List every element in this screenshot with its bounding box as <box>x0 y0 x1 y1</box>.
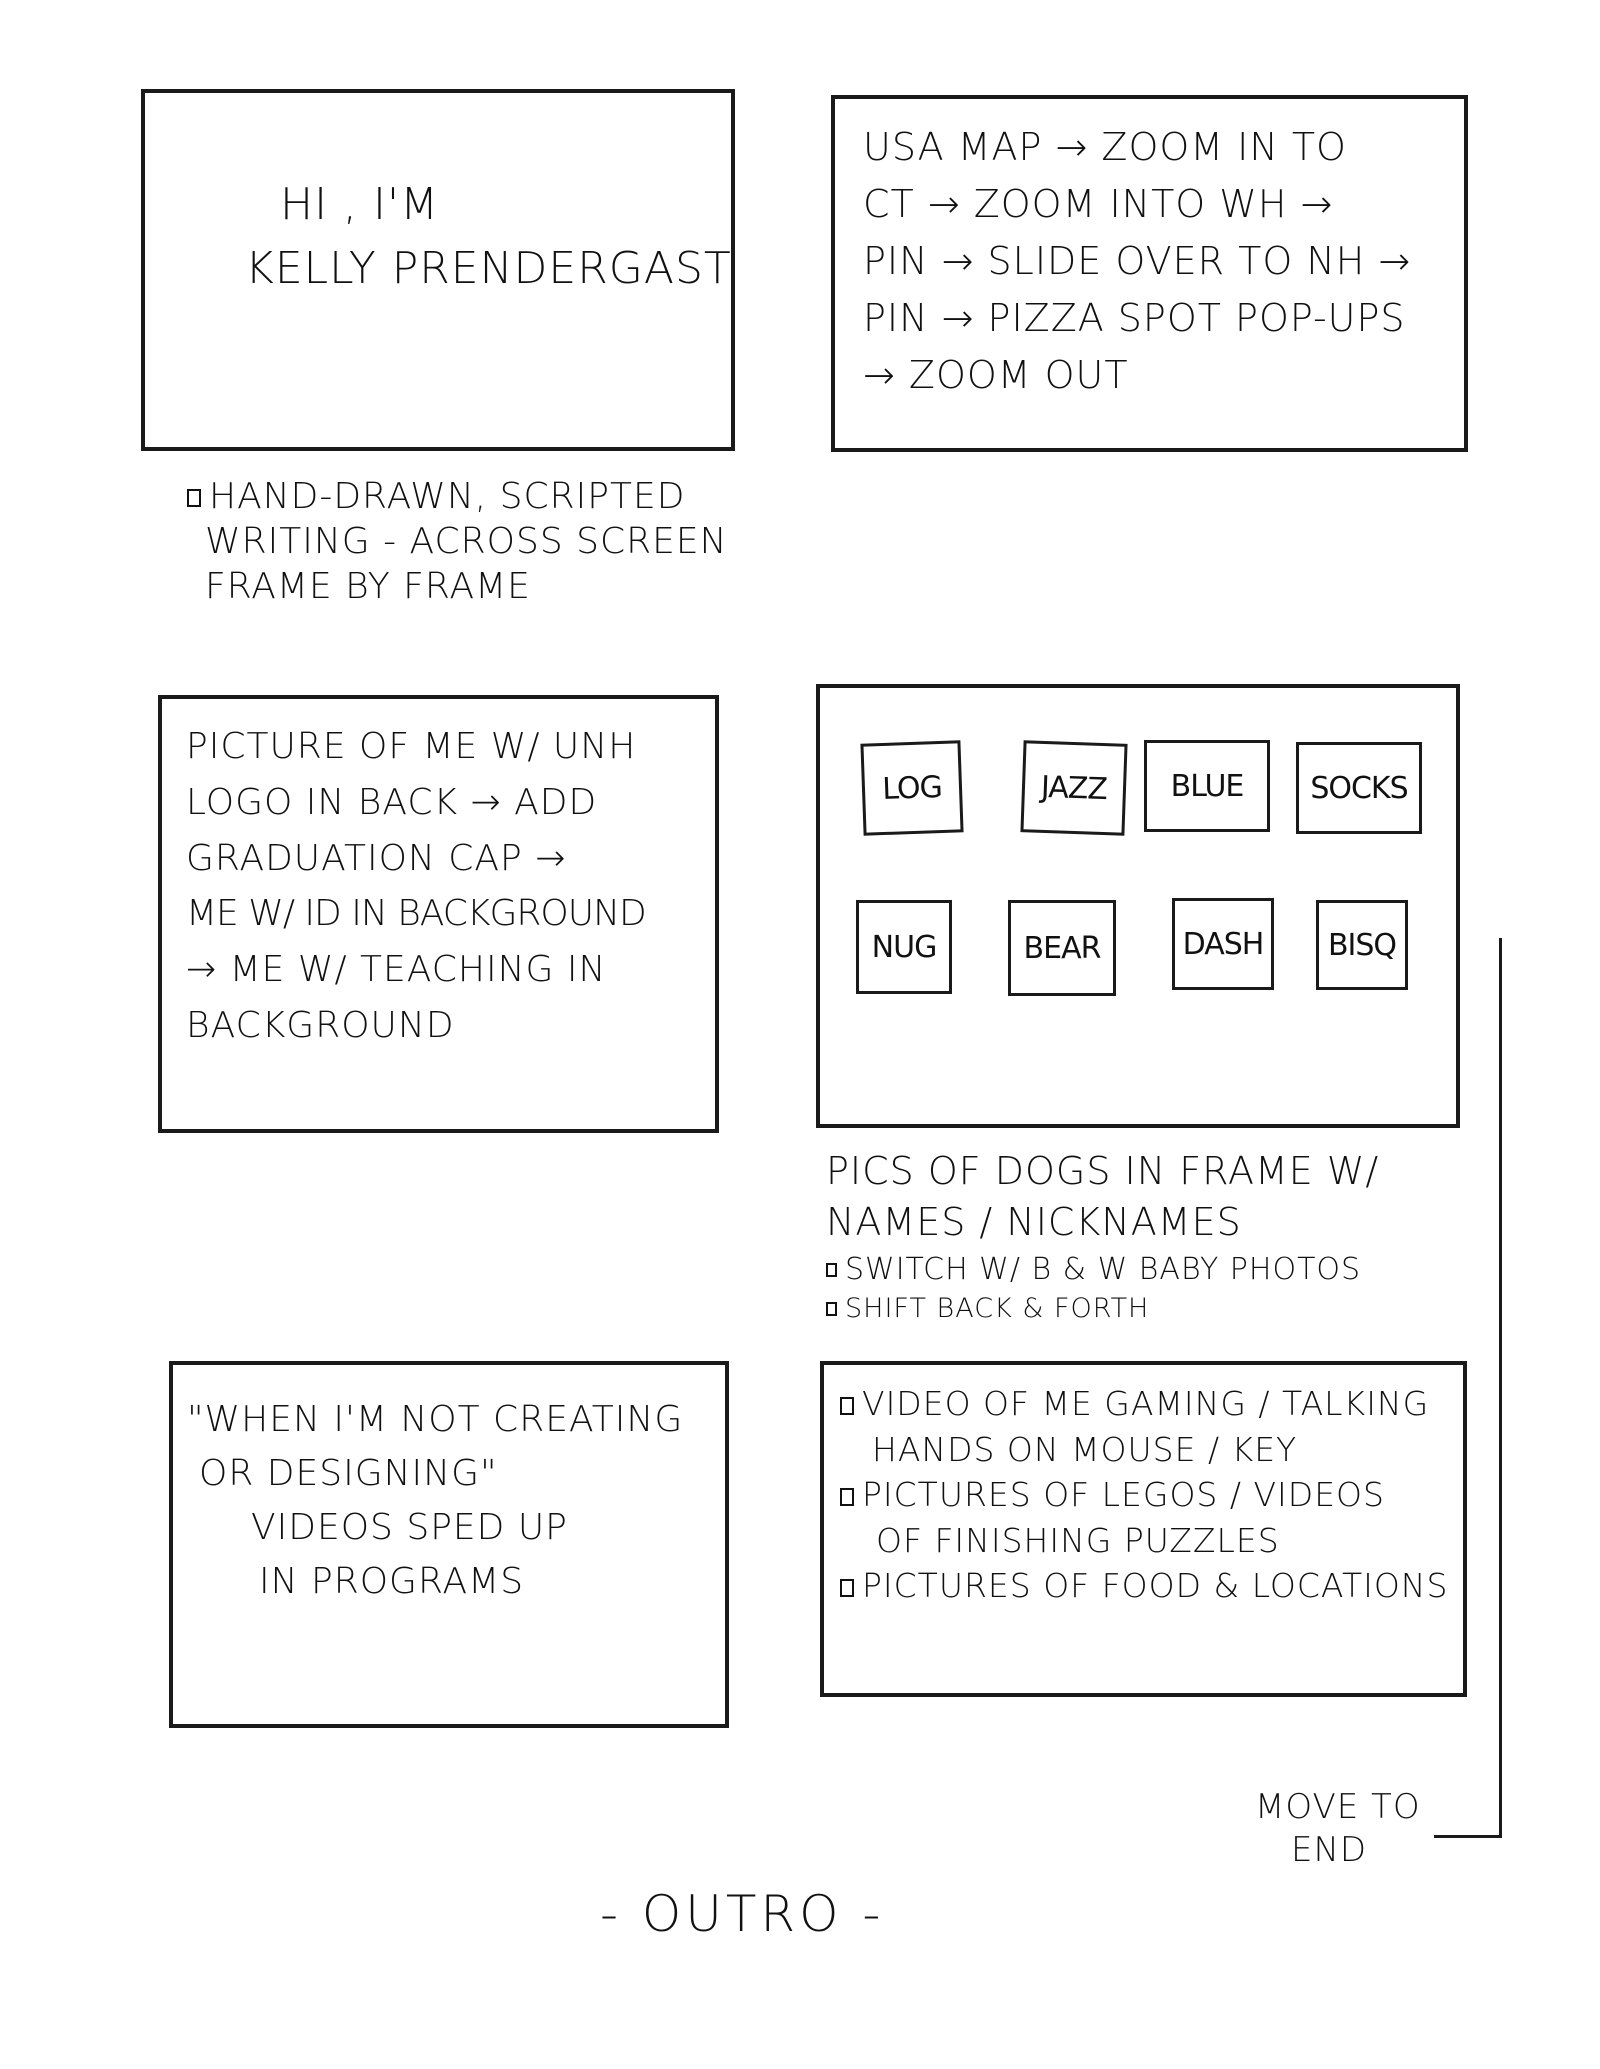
dog-box: Jazz <box>1020 740 1128 836</box>
creating-line: videos sped up <box>251 1507 568 1548</box>
unh-line: graduation cap → <box>186 837 567 879</box>
checkbox-icon <box>840 1578 854 1597</box>
note-line: writing - across screen <box>205 521 728 562</box>
frame-creating: "When I'm not creating or designing" vid… <box>169 1361 729 1728</box>
checkbox-icon <box>840 1487 854 1506</box>
note-line: names / nicknames <box>826 1200 1242 1245</box>
dog-box: Socks <box>1296 742 1422 834</box>
note-line: Pics of dogs in frame w/ <box>826 1149 1380 1193</box>
frame-dogs: Log Jazz Blue Socks Nug Bear Dash Bisq <box>816 684 1460 1128</box>
checkbox-icon <box>826 1263 837 1278</box>
map-line: → zoom out <box>863 353 1129 397</box>
frame4-notes: Pics of dogs in frame w/ names / nicknam… <box>826 1146 1379 1326</box>
map-line: Pin → pizza spot pop-ups <box>863 296 1406 340</box>
intro-name: Kelly Prendergast <box>245 242 732 294</box>
dog-box: Log <box>860 740 964 836</box>
unh-line: → me w/ teaching in <box>186 949 607 991</box>
hobby-line: hands on mouse / key <box>872 1429 1298 1469</box>
frame-unh: Picture of me w/ UNH logo in back → add … <box>158 695 719 1133</box>
bracket-horizontal <box>1434 1835 1502 1838</box>
intro-line: Hi , I'm <box>280 179 440 230</box>
unh-line: me w/ ID in background <box>186 893 647 935</box>
note-line: frame by frame <box>205 566 531 607</box>
dog-box: Bisq <box>1316 900 1408 990</box>
unh-line: Picture of me w/ UNH <box>186 726 637 767</box>
map-line: CT → zoom into WH → <box>863 182 1334 226</box>
dog-box: Blue <box>1144 740 1270 832</box>
checkbox-icon <box>826 1302 837 1317</box>
note-line: Move to <box>1255 1787 1421 1827</box>
creating-line: or designing" <box>199 1453 498 1494</box>
unh-line: background <box>186 1004 455 1046</box>
note-line: end <box>1291 1829 1368 1870</box>
frame-hobbies: Video of me gaming / talking hands on mo… <box>820 1361 1467 1697</box>
note-line: Switch w/ B & W baby photos <box>845 1251 1362 1287</box>
frame1-notes: Hand-drawn, scripted writing - across sc… <box>187 474 728 609</box>
move-to-end-note: Move to end <box>1255 1786 1421 1871</box>
outro-label: - Outro - <box>600 1885 885 1943</box>
hobby-line: Pictures of legos / videos <box>862 1475 1385 1515</box>
creating-line: "When I'm not creating <box>187 1399 684 1440</box>
frame-intro: Hi , I'm Kelly Prendergast <box>141 89 735 451</box>
hobby-line: Video of me gaming / talking <box>862 1384 1430 1423</box>
note-line: Hand-drawn, scripted <box>209 476 686 517</box>
creating-line: in programs <box>259 1561 525 1602</box>
hobby-line: Pictures of food & locations <box>862 1566 1449 1606</box>
unh-line: logo in back → add <box>186 781 598 823</box>
checkbox-icon <box>840 1396 854 1415</box>
map-line: USA map → zoom in to <box>863 125 1347 169</box>
hobby-line: of finishing puzzles <box>876 1520 1280 1560</box>
bracket-vertical <box>1499 938 1502 1837</box>
dog-box: Nug <box>856 900 952 994</box>
frame-map: USA map → zoom in to CT → zoom into WH →… <box>831 95 1468 452</box>
dog-box: Dash <box>1172 898 1274 990</box>
map-line: Pin → slide over to NH → <box>863 239 1412 283</box>
dog-box: Bear <box>1008 900 1116 996</box>
checkbox-icon <box>187 489 201 507</box>
note-line: Shift back & forth <box>845 1292 1150 1324</box>
